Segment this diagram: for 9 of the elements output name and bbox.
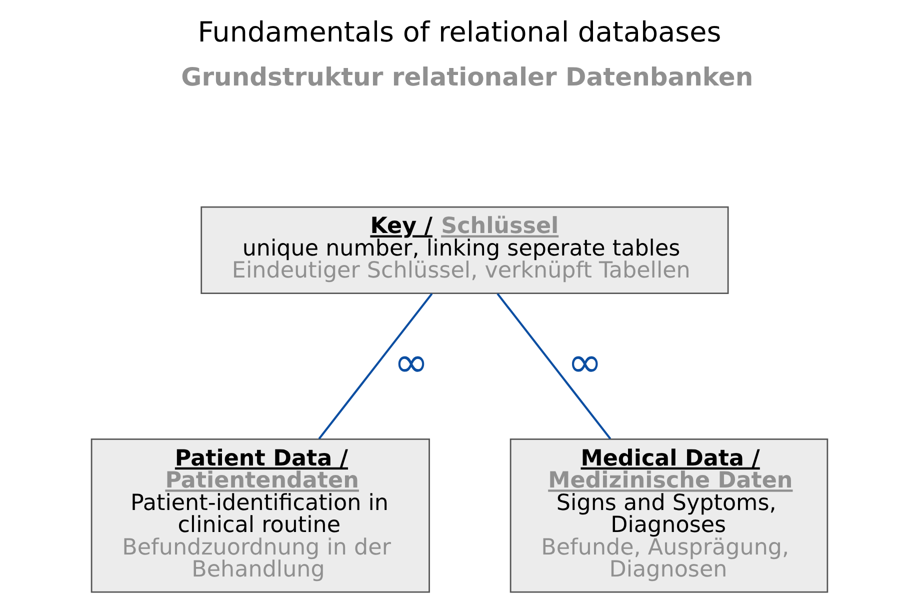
connector [496,293,611,440]
connector [318,293,432,440]
edge-label: ∞ [567,338,602,387]
node-box: Medical Data / Medizinische Daten Signs and Syptoms, Diagnoses Befunde, Ausprägung, Diagnosen [509,438,828,593]
node-box: Patient Data / Patientendaten Patient-identification in clinical routine Befundzuordnung in der Behandlung [90,438,430,593]
edge-label: ∞ [393,338,428,387]
label: Grundstruktur relationaler Datenbanken [180,62,753,92]
node-box: Key / Schlüssel unique number, linking seperate tables Eindeutiger Schlüssel, verknüpft Tabellen [200,206,728,294]
diagram-title: Fundamentals of relational databases [197,16,721,49]
